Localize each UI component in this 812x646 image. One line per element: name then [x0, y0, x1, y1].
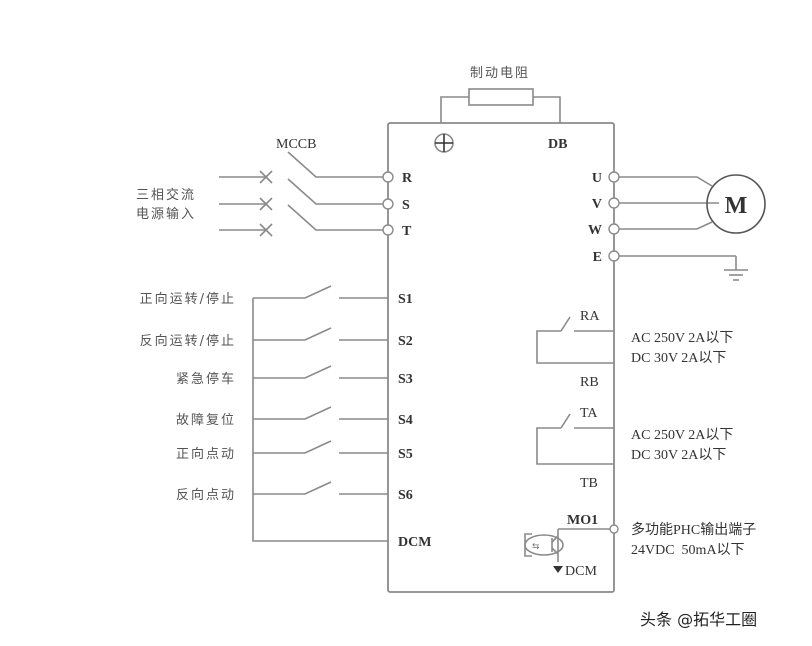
terminal-label-s5: S5: [398, 447, 413, 462]
digital-input-s1: 正向运转/停止 S1: [140, 285, 413, 307]
relay-output-ta: TA TB AC 250V 2A以下 DC 30V 2A以下: [536, 406, 733, 491]
three-phase-input-lines: RST: [219, 151, 413, 239]
power-input-label-line2: 电源输入: [136, 206, 196, 222]
mo1-description-line1: 多功能PHC输出端子: [631, 521, 756, 538]
motor-icon: [706, 174, 766, 234]
mo1-terminal-label: MO1: [567, 513, 598, 528]
digital-input-s6: 反向点动 S6: [176, 481, 413, 503]
digital-input-switches: 正向运转/停止 S1 反向运转/停止 S2 紧急停车 S3 故障复位 S4 正向点动 S5 反向点动…: [140, 285, 413, 503]
input-line-t: T: [219, 204, 412, 239]
terminal-label-u: U: [592, 171, 602, 186]
terminal-s: [382, 198, 394, 210]
common-bus: [252, 298, 388, 542]
input-line-s: S: [219, 178, 410, 213]
mccb-contact: [287, 204, 384, 231]
terminal-label-t: T: [402, 224, 412, 239]
terminal-label-s6: S6: [398, 488, 413, 503]
digital-input-s5: 正向点动 S5: [176, 440, 413, 462]
relay-contact-icon: [560, 413, 571, 429]
watermark: 头条 @拓华工圈: [640, 610, 758, 629]
terminal-v: [608, 197, 620, 209]
power-input-label-line1: 三相交流: [136, 187, 196, 203]
digital-input-s4: 故障复位 S4: [176, 406, 413, 428]
terminal-label-s2: S2: [398, 334, 413, 349]
relay-rating-line2: DC 30V 2A以下: [631, 448, 726, 463]
optocoupler-icon: ⇆: [524, 533, 564, 557]
terminal-t: [382, 224, 394, 236]
input-function-label: 紧急停车: [176, 371, 236, 387]
terminal-u: [608, 171, 620, 183]
mo1-description-line2: 24VDC 50mA以下: [631, 543, 745, 558]
motor: M: [706, 174, 766, 234]
mo1-output: ⇆ MO1 DCM 多功能PHC输出端子 24VDC 50mA以下: [524, 513, 756, 579]
output-line-u: U: [592, 171, 713, 187]
switch-contact-icon: [253, 481, 332, 495]
terminal-w: [608, 223, 620, 235]
relay-outputs: RA RB AC 250V 2A以下 DC 30V 2A以下 TA TB AC 250V 2…: [536, 309, 733, 491]
mccb-contact: [287, 151, 384, 178]
input-function-label: 反向运转/停止: [140, 333, 236, 349]
terminal-r: [382, 171, 394, 183]
switch-contact-icon: [253, 285, 332, 299]
dcm-terminal-label: DCM: [398, 535, 431, 550]
mccb-label: MCCB: [276, 137, 316, 152]
terminal-label-s4: S4: [398, 413, 413, 428]
relay-contact-a-label: TA: [580, 406, 598, 421]
relay-rating-line1: AC 250V 2A以下: [631, 428, 733, 443]
relay-contact-b-label: TB: [580, 476, 598, 491]
output-line-w: W: [588, 221, 713, 238]
input-line-r: R: [219, 151, 413, 186]
mccb-contact: [287, 178, 384, 205]
brake-resistor-label: 制动电阻: [470, 66, 530, 81]
input-function-label: 故障复位: [176, 413, 236, 428]
output-line-v: V: [592, 197, 719, 212]
motor-label: M: [725, 193, 748, 219]
terminal-label-s1: S1: [398, 292, 413, 307]
terminal-label-s: S: [402, 198, 410, 213]
terminal-label-e: E: [593, 250, 602, 265]
terminal-label-w: W: [588, 223, 602, 238]
switch-contact-icon: [253, 365, 332, 379]
relay-rating-line1: AC 250V 2A以下: [631, 331, 733, 346]
relay-contact-a-label: RA: [580, 309, 600, 324]
input-function-label: 正向运转/停止: [140, 291, 236, 307]
input-function-label: 正向点动: [176, 446, 236, 462]
db-terminal-label: DB: [548, 137, 567, 152]
input-function-label: 反向点动: [176, 487, 236, 503]
terminal-label-r: R: [402, 171, 413, 186]
relay-output-ra: RA RB AC 250V 2A以下 DC 30V 2A以下: [536, 309, 733, 390]
relay-contact-icon: [560, 316, 571, 332]
digital-input-s2: 反向运转/停止 S2: [140, 327, 413, 349]
terminal-label-s3: S3: [398, 372, 413, 387]
switch-contact-icon: [253, 327, 332, 341]
inverter-box: [387, 122, 615, 593]
ground-icon: [724, 256, 748, 281]
output-line-e: E: [593, 250, 736, 265]
digital-input-s3: 紧急停车 S3: [176, 365, 413, 387]
relay-rating-line2: DC 30V 2A以下: [631, 351, 726, 366]
mo1-dcm-label: DCM: [565, 564, 597, 579]
dc-plus-terminal-icon: [434, 133, 454, 153]
brake-resistor: 制动电阻: [440, 66, 561, 123]
switch-contact-icon: [253, 440, 332, 454]
relay-contact-b-label: RB: [580, 375, 599, 390]
svg-text:⇆: ⇆: [532, 542, 540, 552]
terminal-label-v: V: [592, 197, 602, 212]
switch-contact-icon: [253, 406, 332, 420]
terminal-e: [608, 250, 620, 262]
